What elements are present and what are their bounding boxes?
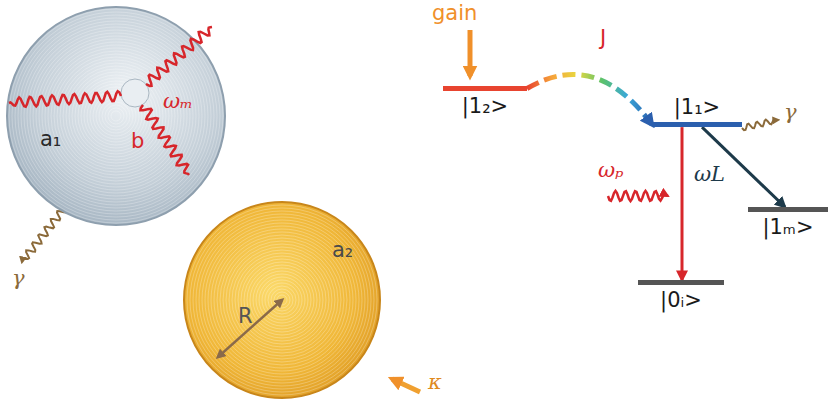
disk-ring (211, 229, 353, 371)
radius-label: R (238, 304, 253, 328)
pump-frequency: ωₚ (596, 158, 626, 182)
disk-ring (190, 208, 374, 392)
state-label: |1₂> (443, 94, 527, 118)
state-label: |1ₘ> (748, 215, 828, 239)
energy-level: |0ᵢ> (638, 280, 724, 312)
level-bar (443, 86, 527, 91)
phonon-wave (146, 27, 212, 86)
disk-ring (42, 42, 190, 190)
gain-arrow (468, 30, 473, 76)
mode-label: a₁ (40, 127, 61, 151)
gain-label: gain (430, 1, 479, 25)
decay-rate: γ (782, 100, 799, 124)
disk-ring (208, 226, 356, 374)
disk-ring (36, 36, 196, 196)
transition-label: J (598, 26, 608, 50)
transition-label: ωL (692, 162, 727, 186)
disk-ring (63, 63, 169, 169)
disk-center-hole (121, 79, 149, 107)
disk-outline (5, 5, 227, 227)
disk-ring (199, 217, 365, 383)
transition-arrow (681, 127, 684, 280)
state-label: |1₁> (652, 95, 742, 119)
disk-ring (108, 108, 124, 124)
disk-ring (51, 51, 181, 181)
phonon-wave (141, 105, 190, 175)
phonon-mode-label: b (131, 129, 144, 153)
energy-level: |1₁> (652, 95, 742, 127)
disk-ring (21, 21, 211, 211)
disk-ring (214, 232, 350, 368)
disk-ring (30, 30, 202, 202)
disk-ring (12, 12, 220, 220)
disk-ring (48, 48, 184, 184)
energy-level: |1₂> (443, 86, 527, 118)
disk-ring (205, 223, 359, 377)
resonator-disk: a₁ ωₘb (5, 5, 227, 227)
disk-ring (78, 78, 154, 154)
disk-body (7, 7, 225, 225)
gain-rate: κ (426, 370, 444, 394)
state-label: |0ᵢ> (638, 288, 724, 312)
radius-arrow (218, 300, 282, 357)
disk-ring (217, 235, 347, 365)
energy-level: |1ₘ> (748, 207, 828, 239)
level-bar (638, 280, 724, 285)
kappa-arrow (392, 379, 420, 392)
disk-ring (193, 211, 371, 389)
phonon-wave (9, 91, 121, 107)
phonon-frequency: ωₘ (163, 89, 193, 113)
level-bar (652, 122, 742, 127)
disk-outline (182, 200, 382, 400)
disk-ring (9, 9, 223, 223)
disk-ring (105, 105, 127, 127)
disk-ring (57, 57, 175, 175)
disk-ring (24, 24, 208, 208)
mode-label: a₂ (332, 238, 353, 262)
disk-ring (187, 205, 377, 395)
resonator-disk: a₂ R (182, 200, 382, 400)
gamma-wave (742, 120, 778, 131)
disk-ring (202, 220, 362, 380)
disk-ring (18, 18, 214, 214)
level-bar (748, 207, 828, 212)
disk-body (184, 202, 380, 398)
disk-ring (102, 102, 130, 130)
disk-ring (15, 15, 217, 217)
disk-ring (111, 111, 121, 121)
decay-rate: γ (10, 266, 27, 290)
pump-wave (608, 191, 668, 201)
disk-ring (75, 75, 157, 157)
disk-ring (196, 214, 368, 386)
transition-arrow (527, 74, 652, 124)
